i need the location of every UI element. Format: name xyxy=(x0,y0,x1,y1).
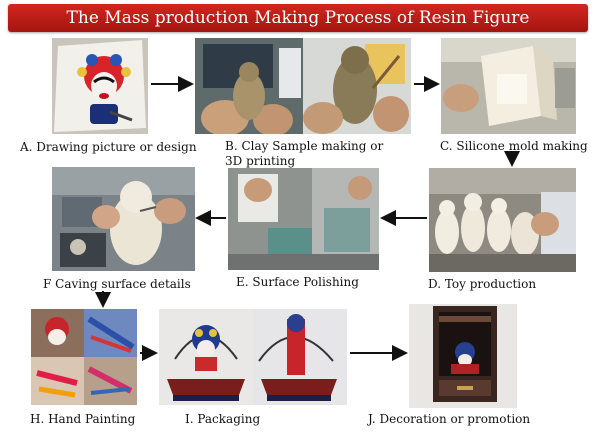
label-step-a: A. Drawing picture or design xyxy=(20,140,197,154)
label-step-j: J. Decoration or promotion xyxy=(368,412,531,426)
photo-silicone-mold xyxy=(441,38,576,134)
photo-drawing-design xyxy=(52,38,148,134)
label-step-b-line2: 3D printing xyxy=(225,154,296,168)
label-step-c: C. Silicone mold making xyxy=(440,139,588,153)
photo-toy-production xyxy=(429,168,576,272)
photo-clay-sample xyxy=(195,38,411,134)
label-step-i: I. Packaging xyxy=(185,412,261,426)
label-step-f: F Caving surface details xyxy=(43,277,191,291)
label-step-e: E. Surface Polishing xyxy=(236,275,359,289)
photo-packaging xyxy=(159,309,347,405)
photo-hand-painting xyxy=(31,309,137,405)
label-step-b-line1: B. Clay Sample making or xyxy=(225,139,384,153)
photo-surface-polishing xyxy=(228,168,379,270)
label-step-d: D. Toy production xyxy=(428,277,537,291)
page-title: The Mass production Making Process of Re… xyxy=(8,4,588,32)
photo-decoration-promotion xyxy=(409,304,517,408)
label-step-h: H. Hand Painting xyxy=(30,412,136,426)
photo-carving-details xyxy=(52,167,195,271)
